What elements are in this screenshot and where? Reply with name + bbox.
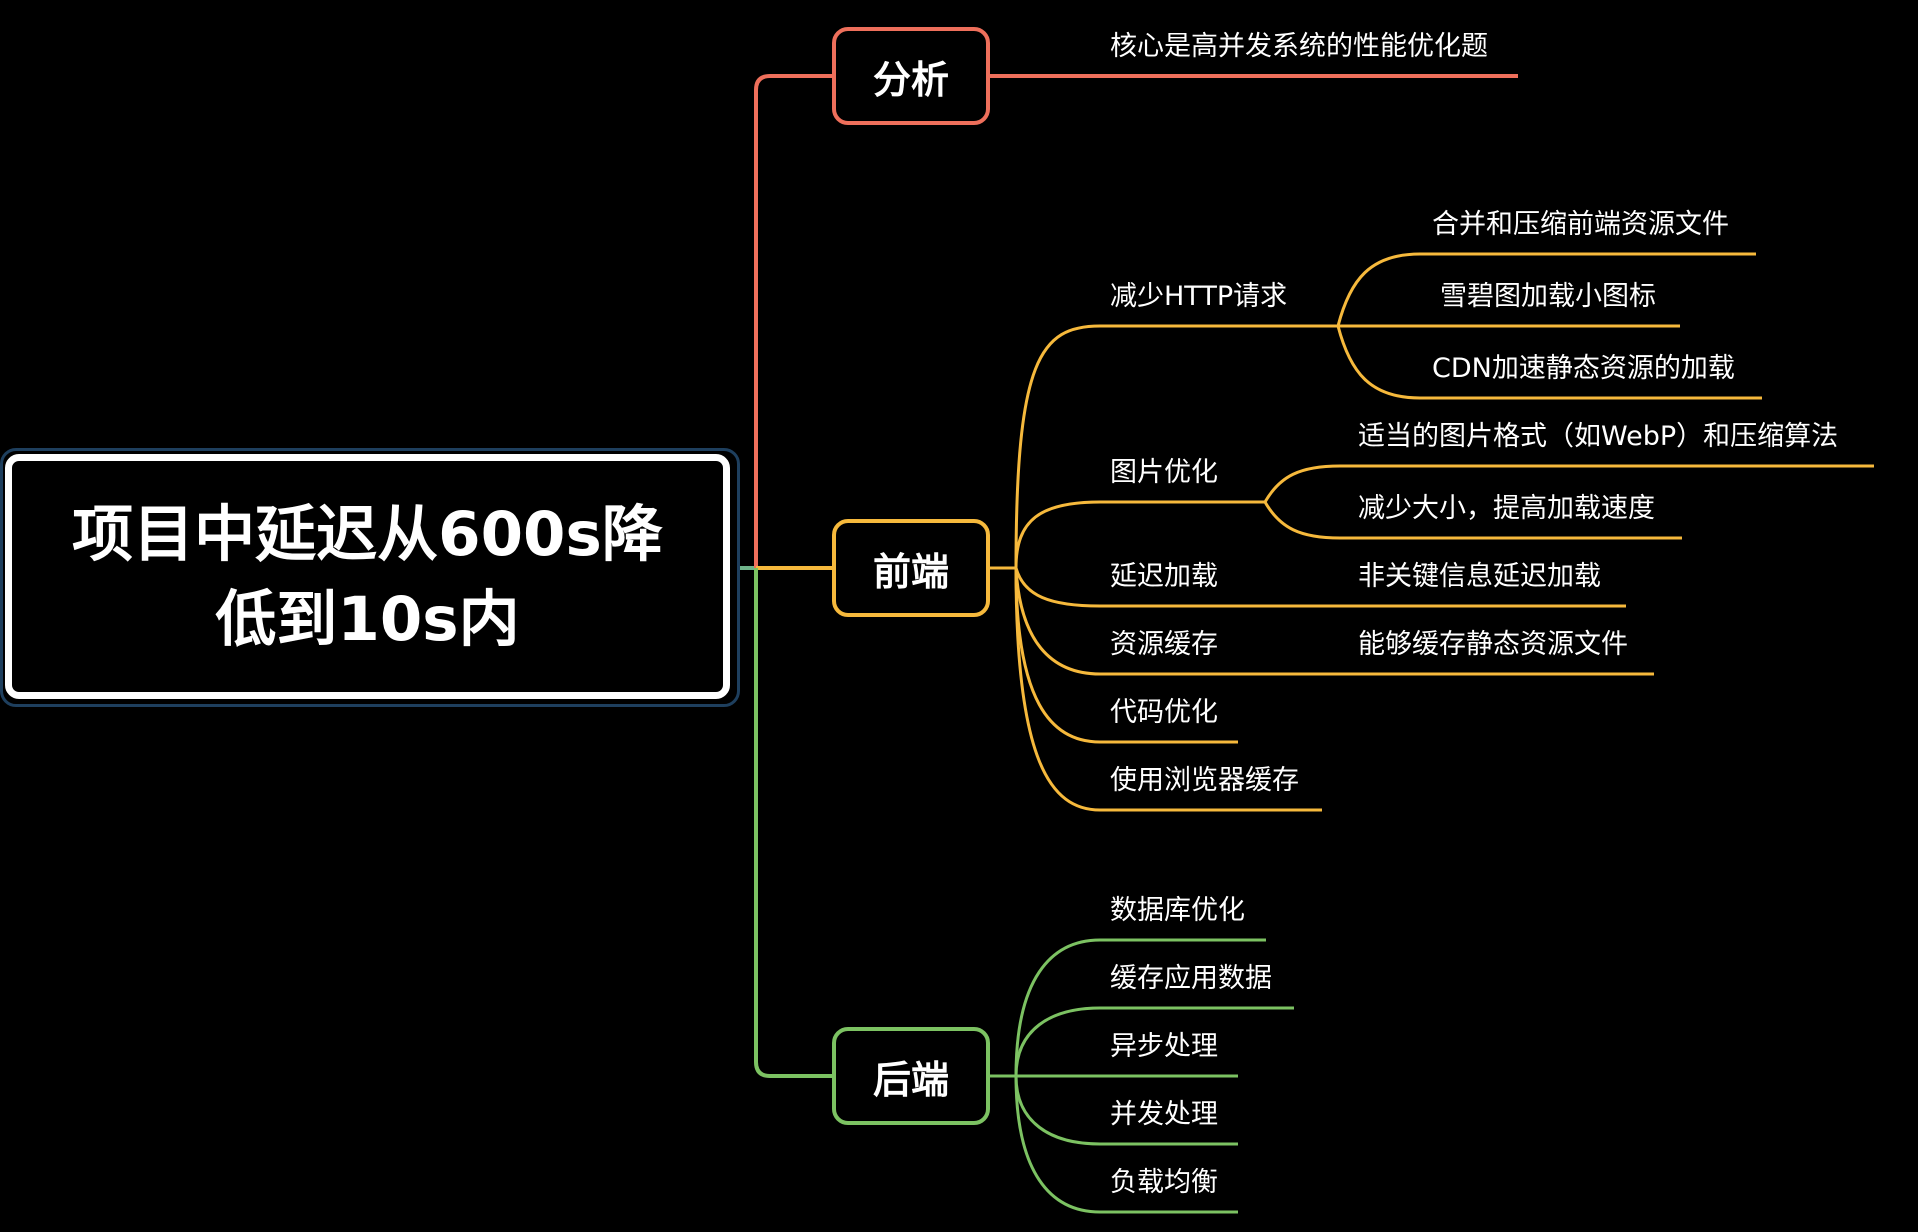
connector-be-lb	[1014, 1075, 1238, 1214]
branch-node-frontend[interactable]: 前端	[832, 519, 990, 617]
branch-node-analysis[interactable]: 分析	[832, 27, 990, 125]
root-title-line-2: 低到10s内	[215, 583, 520, 655]
branch-node-backend[interactable]: 后端	[832, 1027, 990, 1125]
topic-code-optimization[interactable]: 代码优化	[1110, 697, 1218, 728]
root-node[interactable]: 项目中延迟从600s降 低到10s内	[5, 454, 730, 699]
connector-fe-browser	[1014, 567, 1322, 812]
topic-cdn[interactable]: CDN加速静态资源的加载	[1432, 353, 1735, 384]
topic-load-balancing[interactable]: 负载均衡	[1110, 1167, 1218, 1198]
topic-cache-app-data[interactable]: 缓存应用数据	[1110, 963, 1272, 994]
connector-backend	[754, 568, 832, 1078]
topic-database-optimization[interactable]: 数据库优化	[1110, 895, 1245, 926]
connector-fe-cache	[1014, 567, 1654, 676]
connector-analysis	[754, 74, 832, 568]
connector-fe-http	[1014, 324, 1338, 569]
topic-merge-compress[interactable]: 合并和压缩前端资源文件	[1432, 209, 1729, 240]
connector-image-2	[1263, 501, 1682, 540]
root-node-outline	[0, 448, 740, 707]
connector-http-3	[1336, 325, 1762, 400]
topic-browser-cache[interactable]: 使用浏览器缓存	[1110, 765, 1299, 796]
topic-async-processing[interactable]: 异步处理	[1110, 1031, 1218, 1062]
connector-image-1	[1263, 464, 1874, 503]
topic-lazy-loading[interactable]: 延迟加载	[1110, 561, 1218, 592]
topic-cache-static[interactable]: 能够缓存静态资源文件	[1358, 629, 1628, 660]
topic-defer-noncritical[interactable]: 非关键信息延迟加载	[1358, 561, 1601, 592]
root-title: 项目中延迟从600s降 低到10s内	[72, 492, 663, 662]
topic-sprites[interactable]: 雪碧图加载小图标	[1440, 281, 1656, 312]
connector-fe-lazy	[1014, 567, 1626, 608]
topic-reduce-http[interactable]: 减少HTTP请求	[1110, 281, 1288, 312]
topic-resource-cache[interactable]: 资源缓存	[1110, 629, 1218, 660]
topic-analysis-core[interactable]: 核心是高并发系统的性能优化题	[1110, 31, 1488, 62]
topic-concurrency[interactable]: 并发处理	[1110, 1099, 1218, 1130]
topic-image-optimization[interactable]: 图片优化	[1110, 457, 1218, 488]
connector-http-1	[1336, 252, 1756, 327]
root-title-line-1: 项目中延迟从600s降	[72, 498, 663, 570]
connector-be-db	[1014, 938, 1266, 1077]
topic-reduce-size[interactable]: 减少大小，提高加载速度	[1358, 493, 1655, 524]
connector-fe-image	[1014, 500, 1265, 569]
topic-image-format[interactable]: 适当的图片格式（如WebP）和压缩算法	[1358, 421, 1839, 452]
connector-be-cache	[1014, 1006, 1294, 1077]
